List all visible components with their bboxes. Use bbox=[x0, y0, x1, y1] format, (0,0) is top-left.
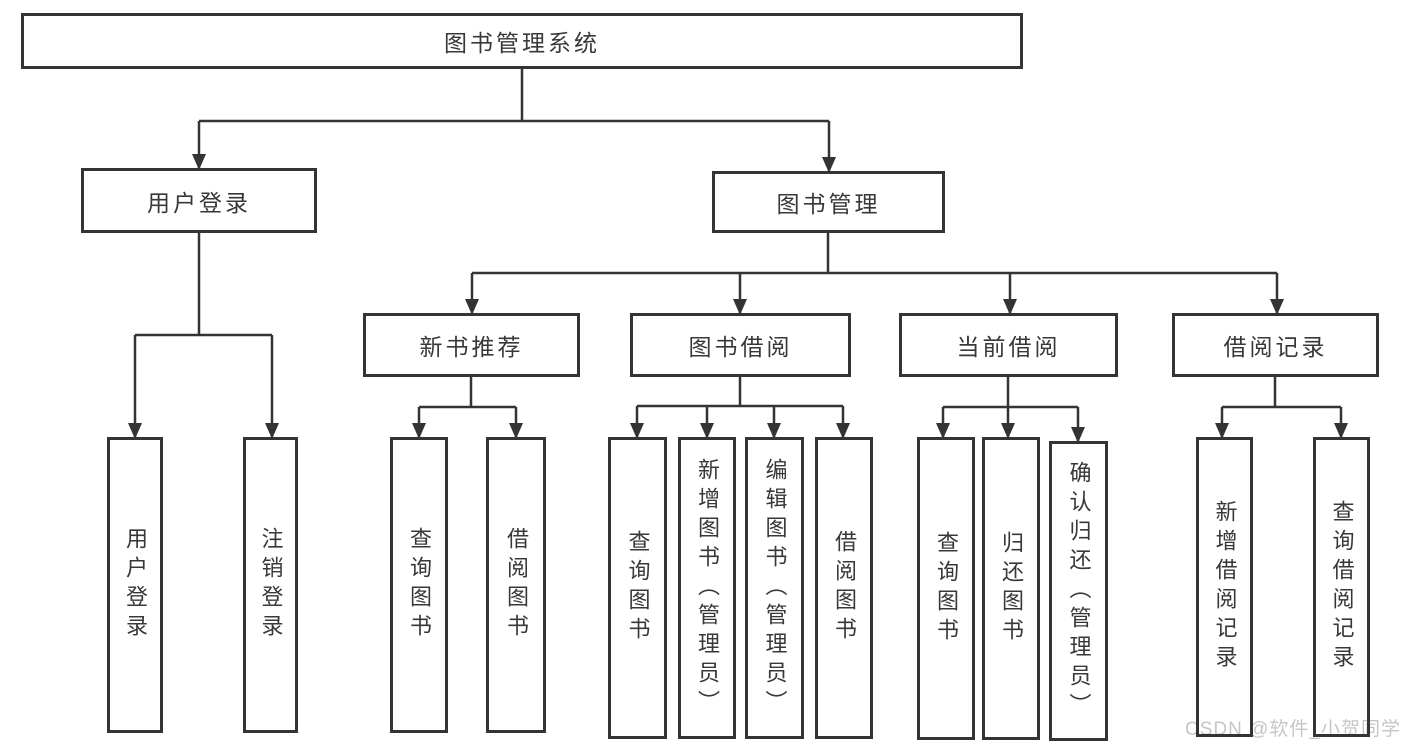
node-root-library-system: 图书管理系统 bbox=[21, 13, 1023, 69]
leaf-logout: 注销登录 bbox=[243, 437, 298, 733]
leaf-query-books-1-label: 查询图书 bbox=[407, 527, 432, 643]
csdn-watermark: CSDN @软件_小贺同学 bbox=[1185, 719, 1401, 740]
leaf-borrow-books-2: 借阅图书 bbox=[815, 437, 873, 739]
node-current-borrow-label: 当前借阅 bbox=[956, 334, 1061, 360]
node-current-borrow: 当前借阅 bbox=[899, 313, 1118, 377]
leaf-borrow-books-1: 借阅图书 bbox=[486, 437, 546, 733]
node-book-management: 图书管理 bbox=[712, 171, 945, 233]
leaf-user-login: 用户登录 bbox=[107, 437, 163, 733]
connector-current-borrow bbox=[941, 377, 1080, 441]
node-user-login: 用户登录 bbox=[81, 168, 317, 233]
leaf-add-borrow-record-label: 新增借阅记录 bbox=[1212, 500, 1238, 674]
leaf-user-login-label: 用户登录 bbox=[123, 527, 148, 643]
leaf-add-borrow-record: 新增借阅记录 bbox=[1196, 437, 1253, 737]
node-book-management-label: 图书管理 bbox=[776, 191, 881, 217]
connector-user-login bbox=[133, 233, 274, 437]
node-user-login-label: 用户登录 bbox=[147, 189, 251, 216]
leaf-add-books-admin-label: 新增图书（管理员） bbox=[695, 457, 720, 719]
leaf-query-borrow-record-label: 查询借阅记录 bbox=[1329, 500, 1355, 674]
node-borrow-record: 借阅记录 bbox=[1172, 313, 1379, 377]
leaf-confirm-return-admin: 确认归还（管理员） bbox=[1049, 441, 1108, 741]
leaf-borrow-books-1-label: 借阅图书 bbox=[504, 527, 529, 643]
connector-borrow-record bbox=[1220, 377, 1343, 437]
leaf-query-books-2: 查询图书 bbox=[608, 437, 667, 739]
leaf-edit-books-admin: 编辑图书（管理员） bbox=[745, 437, 804, 739]
node-book-borrow: 图书借阅 bbox=[630, 313, 851, 377]
leaf-borrow-books-2-label: 借阅图书 bbox=[832, 530, 857, 646]
leaf-query-borrow-record: 查询借阅记录 bbox=[1313, 437, 1370, 737]
node-borrow-record-label: 借阅记录 bbox=[1223, 334, 1328, 360]
leaf-confirm-return-admin-label: 确认归还（管理员） bbox=[1066, 460, 1092, 722]
node-new-book-recommend-label: 新书推荐 bbox=[419, 334, 524, 360]
node-new-book-recommend: 新书推荐 bbox=[363, 313, 580, 377]
leaf-query-books-3-label: 查询图书 bbox=[934, 530, 959, 647]
node-book-borrow-label: 图书借阅 bbox=[688, 334, 793, 360]
connector-book-borrow bbox=[635, 377, 845, 437]
node-root-label: 图书管理系统 bbox=[444, 30, 600, 56]
connector-root bbox=[197, 69, 831, 171]
leaf-query-books-1: 查询图书 bbox=[390, 437, 448, 733]
leaf-add-books-admin: 新增图书（管理员） bbox=[678, 437, 736, 739]
leaf-logout-label: 注销登录 bbox=[258, 527, 284, 643]
leaf-return-books: 归还图书 bbox=[982, 437, 1040, 740]
leaf-query-books-3: 查询图书 bbox=[917, 437, 975, 740]
connector-new-book-recommend bbox=[417, 377, 518, 437]
leaf-return-books-label: 归还图书 bbox=[999, 530, 1024, 647]
connector-book-management bbox=[470, 233, 1279, 313]
leaf-edit-books-admin-label: 编辑图书（管理员） bbox=[762, 457, 788, 719]
leaf-query-books-2-label: 查询图书 bbox=[625, 530, 651, 646]
